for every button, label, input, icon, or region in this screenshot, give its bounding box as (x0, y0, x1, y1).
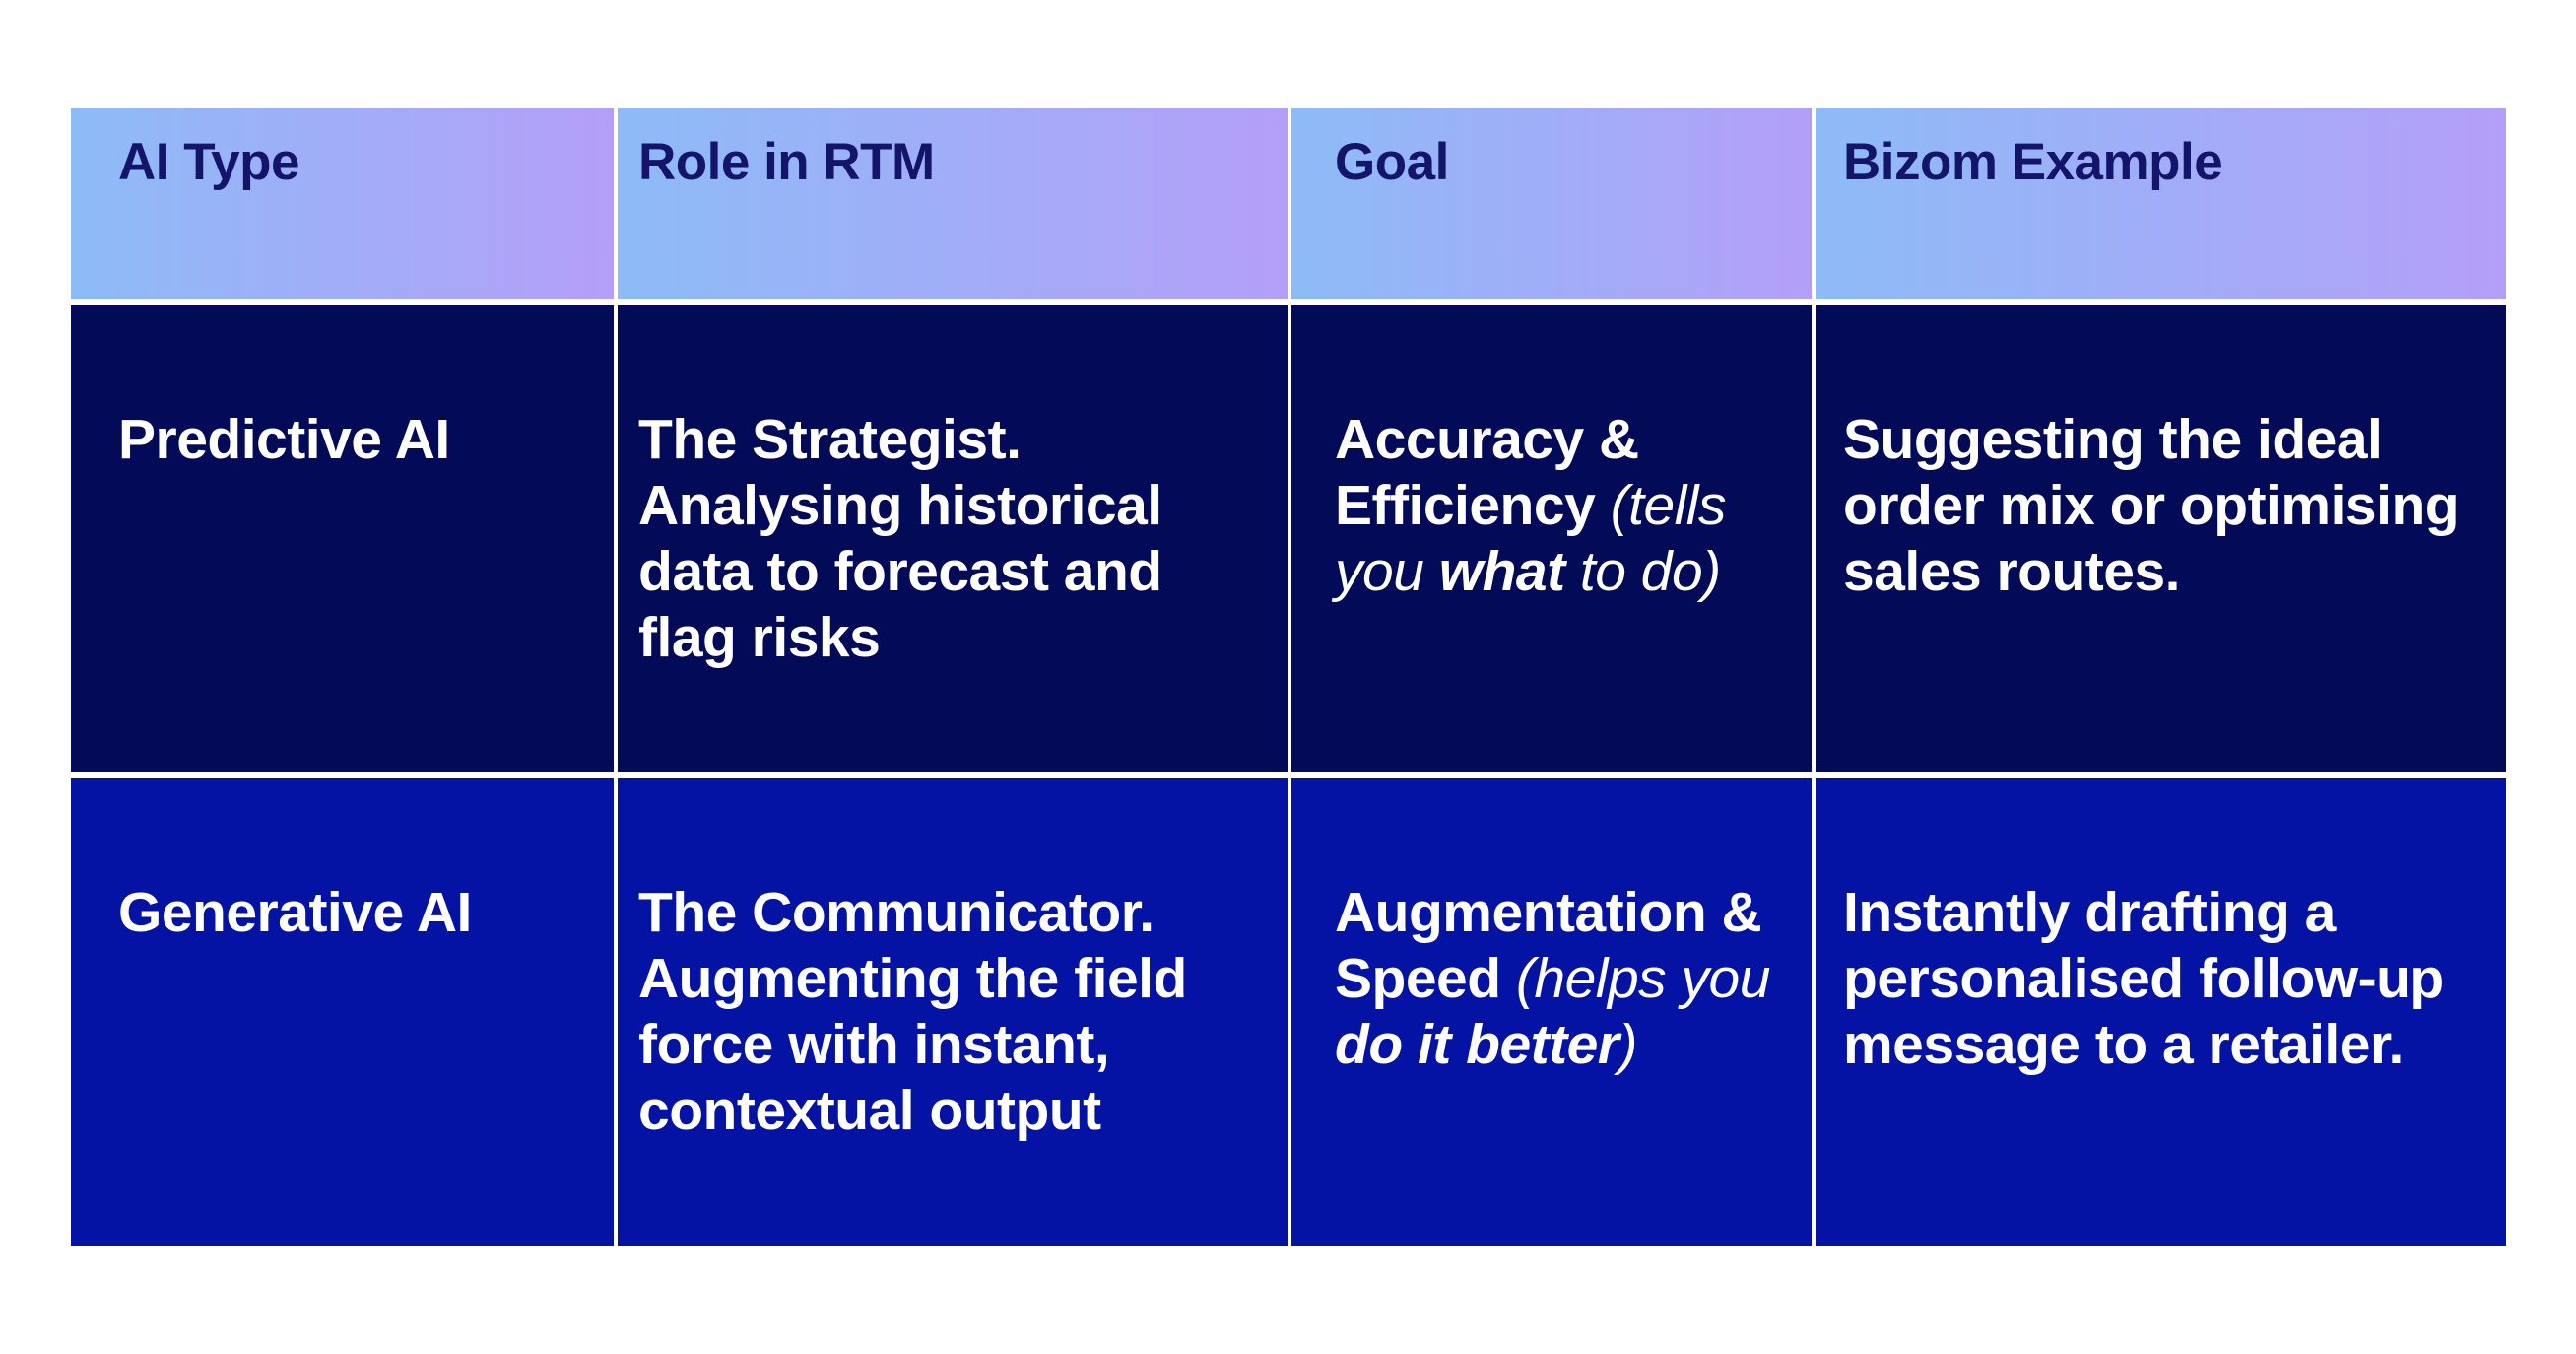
text-segment: ) (1618, 1013, 1638, 1076)
text-segment: Augmentation & Speed (1335, 881, 1762, 1010)
header-cell-ai-type: AI Type (71, 108, 614, 299)
cell-predictive-role: The Strategist. Analysing historical dat… (618, 305, 1288, 772)
text-segment: to do) (1564, 540, 1721, 603)
table-grid: AI Type Role in RTM Goal Bizom Example P… (71, 108, 2506, 1246)
cell-predictive-goal: Accuracy & Efficiency (tells you what to… (1291, 305, 1812, 772)
cell-predictive-ai-type: Predictive AI (71, 305, 614, 772)
header-cell-role-in-rtm: Role in RTM (618, 108, 1288, 299)
text-segment: what (1438, 540, 1565, 603)
text-segment: (helps you (1515, 947, 1771, 1010)
cell-generative-ai-type: Generative AI (71, 778, 614, 1246)
cell-predictive-example: Suggesting the ideal order mix or optimi… (1816, 305, 2506, 772)
ai-comparison-table: AI Type Role in RTM Goal Bizom Example P… (71, 108, 2506, 1246)
cell-generative-role: The Communicator. Augmenting the field f… (618, 778, 1288, 1246)
text-segment: do it better (1335, 1013, 1619, 1076)
header-cell-bizom-example: Bizom Example (1816, 108, 2506, 299)
cell-generative-goal: Augmentation & Speed (helps you do it be… (1291, 778, 1812, 1246)
cell-generative-example: Instantly drafting a personalised follow… (1816, 778, 2506, 1246)
text-segment: Accuracy & Efficiency (1335, 408, 1639, 537)
header-cell-goal: Goal (1291, 108, 1812, 299)
text-segment: (tells you (1335, 474, 1726, 603)
